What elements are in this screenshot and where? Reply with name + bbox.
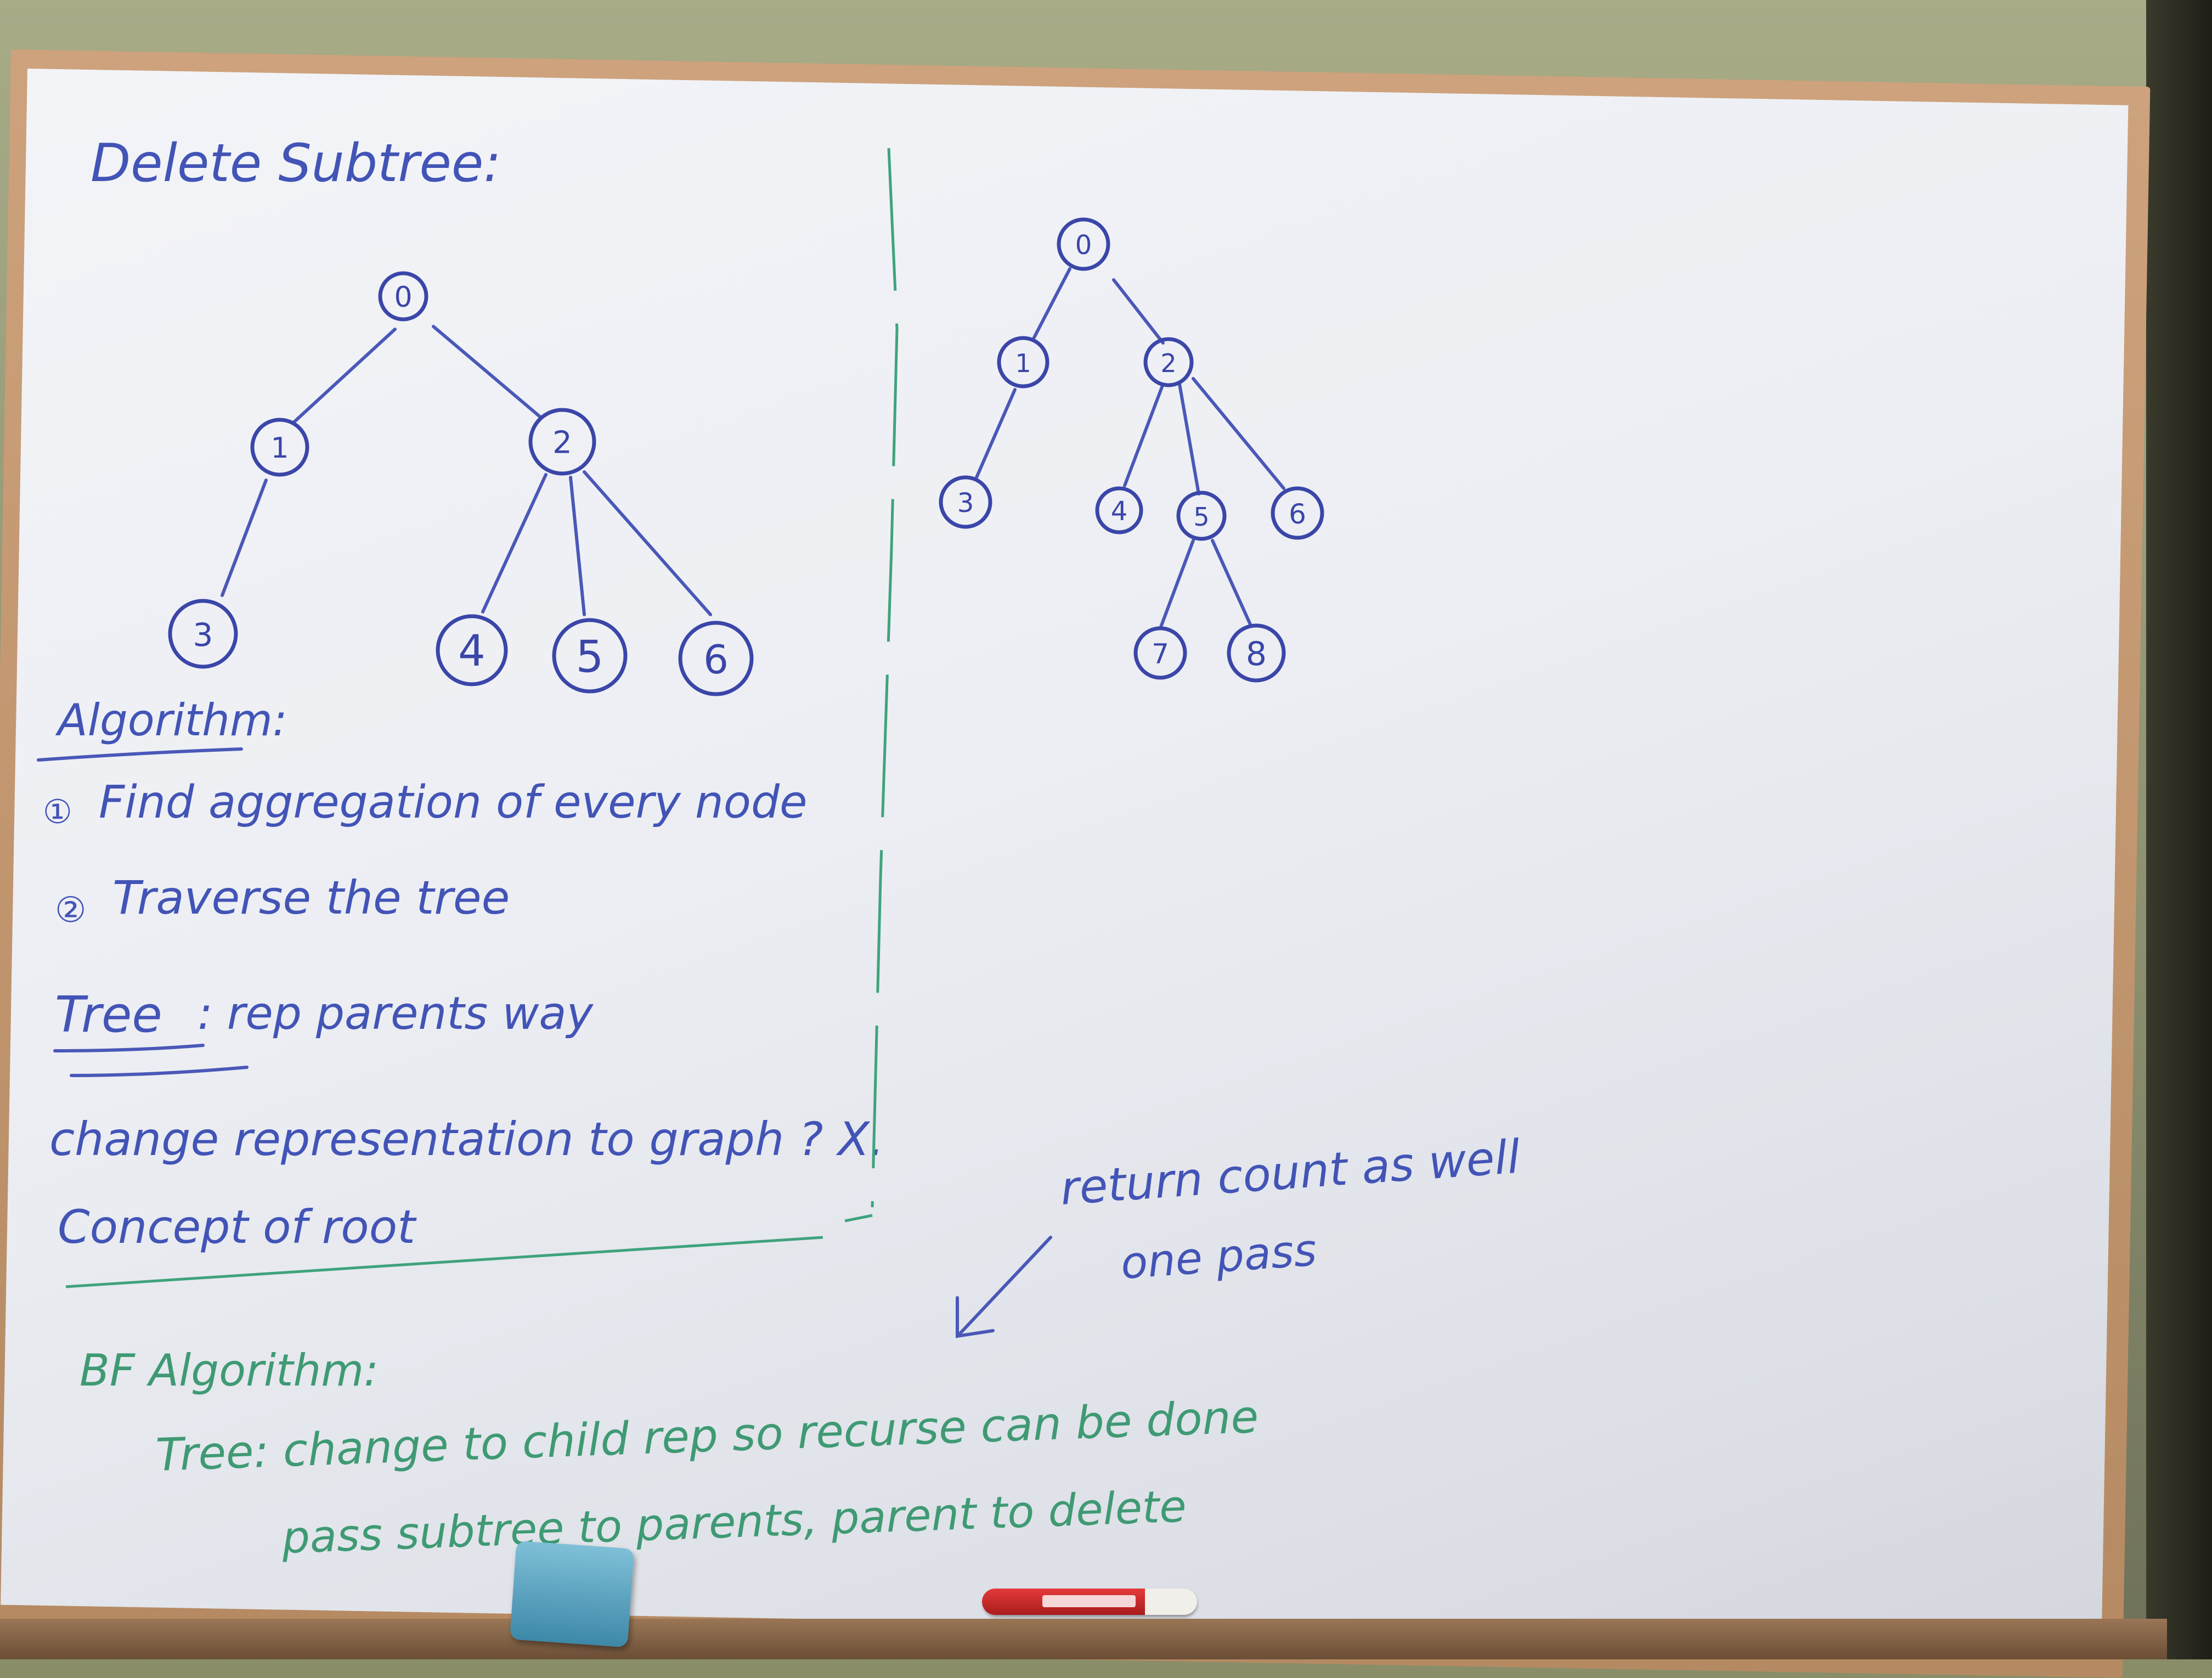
left-node-6-label: 6	[703, 637, 729, 683]
right-edge-2-6	[1192, 377, 1285, 490]
left-edge-2-5	[569, 476, 586, 616]
left-edge-0-1	[292, 328, 397, 424]
left-node-4-label: 4	[458, 627, 486, 676]
right-node-7-label: 7	[1152, 638, 1169, 670]
right-note-1: return count as well	[1059, 1130, 1522, 1215]
left-edge-0-2	[432, 325, 542, 419]
step1-marker: ①	[43, 793, 72, 831]
left-edge-2-6	[583, 470, 712, 616]
marker-label-band	[1042, 1595, 1136, 1607]
step1-text: Find aggregation of every node	[99, 776, 807, 829]
right-node-1-label: 1	[1015, 348, 1031, 378]
right-note-2: one pass	[1119, 1224, 1318, 1289]
arrow-shaft	[958, 1236, 1052, 1335]
right-tree-node-0: 0	[1057, 217, 1110, 271]
left-edge-1-3	[221, 478, 268, 597]
eraser-icon	[509, 1540, 635, 1648]
right-tree-edges	[975, 267, 1285, 630]
horizontal-divider	[65, 1236, 823, 1288]
step2-text: Traverse the tree	[112, 871, 510, 925]
tree-underline-2	[70, 1066, 249, 1077]
right-tree-node-7: 7	[1133, 626, 1187, 680]
algorithm-heading: Algorithm:	[55, 695, 287, 746]
bf-heading: BF Algorithm:	[80, 1345, 379, 1396]
right-tree-node-3: 3	[939, 475, 992, 529]
right-edge-1-3	[975, 388, 1017, 479]
right-node-6-label: 6	[1289, 498, 1306, 530]
tree-note: : rep parents way	[198, 988, 594, 1040]
right-node-0-label: 0	[1075, 230, 1092, 261]
right-tree-node-4: 4	[1095, 486, 1143, 534]
marker-icon	[982, 1589, 1197, 1615]
left-tree-node-3: 3	[168, 599, 238, 669]
right-tree-node-5: 5	[1176, 491, 1227, 541]
left-node-5-label: 5	[576, 632, 604, 683]
right-edge-2-4	[1123, 382, 1165, 487]
right-edge-0-1	[1032, 267, 1071, 339]
right-tree-node-1: 1	[997, 336, 1049, 388]
arrow-head	[956, 1296, 995, 1338]
marker-cap	[1145, 1589, 1197, 1615]
right-node-5-label: 5	[1193, 502, 1209, 532]
right-node-3-label: 3	[957, 488, 974, 519]
left-tree-node-5: 5	[552, 618, 628, 694]
right-edge-0-2	[1112, 278, 1165, 345]
left-node-2-label: 2	[552, 425, 572, 461]
right-node-4-label: 4	[1111, 496, 1128, 527]
left-node-3-label: 3	[193, 616, 213, 654]
divider-corner	[844, 1214, 873, 1223]
board-title: Delete Subtree:	[91, 133, 501, 194]
right-node-8-label: 8	[1246, 635, 1267, 673]
tree-underline-1	[53, 1044, 205, 1052]
right-node-2-label: 2	[1160, 348, 1176, 378]
left-tree-node-6: 6	[678, 621, 754, 696]
left-edge-2-4	[481, 473, 548, 613]
marker-tray	[0, 1619, 2167, 1659]
left-node-0-label: 0	[394, 281, 412, 314]
concept-note: Concept of root	[58, 1200, 417, 1254]
right-edge-2-5	[1178, 382, 1200, 495]
algorithm-underline	[37, 747, 243, 762]
left-tree-edges	[221, 325, 712, 616]
tree-label: Tree	[55, 986, 162, 1044]
change-note: change representation to graph ? X.	[49, 1112, 884, 1166]
bf-line-2: pass subtree to parents, parent to delet…	[280, 1480, 1187, 1563]
bf-line-1: Tree: change to child rep so recurse can…	[155, 1391, 1259, 1482]
right-tree-node-2: 2	[1143, 337, 1194, 387]
wall-edge-shadow	[2146, 0, 2212, 1659]
right-tree-node-6: 6	[1271, 486, 1324, 540]
left-tree-node-4: 4	[436, 614, 508, 686]
left-tree-node-2: 2	[528, 408, 596, 476]
right-edge-5-7	[1159, 539, 1195, 630]
vertical-divider	[871, 148, 899, 1208]
right-edge-5-8	[1211, 539, 1252, 627]
right-tree-node-8: 8	[1227, 623, 1286, 683]
step2-marker: ②	[55, 890, 86, 931]
left-node-1-label: 1	[270, 432, 289, 465]
left-tree-node-0: 0	[378, 271, 428, 322]
left-tree-node-1: 1	[250, 418, 309, 477]
